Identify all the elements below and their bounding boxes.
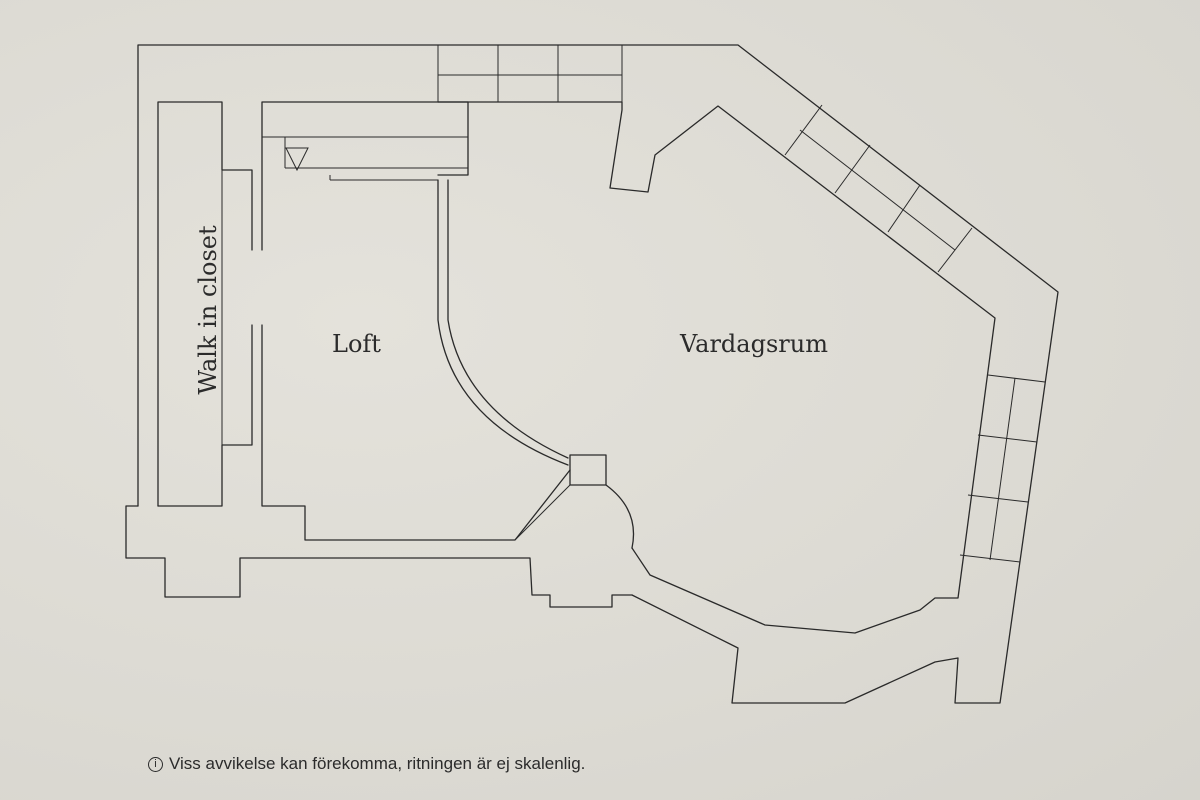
- window-east: [959, 374, 1046, 563]
- disclaimer: i Viss avvikelse kan förekomma, ritninge…: [148, 754, 585, 774]
- loft-wall-west: [261, 101, 469, 251]
- room-label-living-room: Vardagsrum: [680, 330, 828, 358]
- stair-arrow-icon: [285, 147, 309, 172]
- room-label-walk-in-closet: Walk in closet: [194, 225, 222, 395]
- inner-wall-north: [437, 101, 996, 634]
- column: [569, 454, 607, 486]
- window-north-east: [784, 104, 973, 273]
- loft-wall-south: [261, 324, 571, 541]
- window-north: [437, 45, 623, 102]
- room-label-loft: Loft: [332, 330, 381, 358]
- outer-wall-south-west: [125, 505, 633, 608]
- curved-wall-inner: [447, 179, 569, 459]
- column-wall: [514, 484, 571, 541]
- stair-railing: [262, 136, 468, 181]
- outer-wall-north-east: [137, 44, 1059, 704]
- curved-wall: [437, 179, 569, 466]
- info-icon: i: [148, 756, 163, 772]
- column-curve: [605, 484, 635, 549]
- disclaimer-text: Viss avvikelse kan förekomma, ritningen …: [169, 754, 586, 773]
